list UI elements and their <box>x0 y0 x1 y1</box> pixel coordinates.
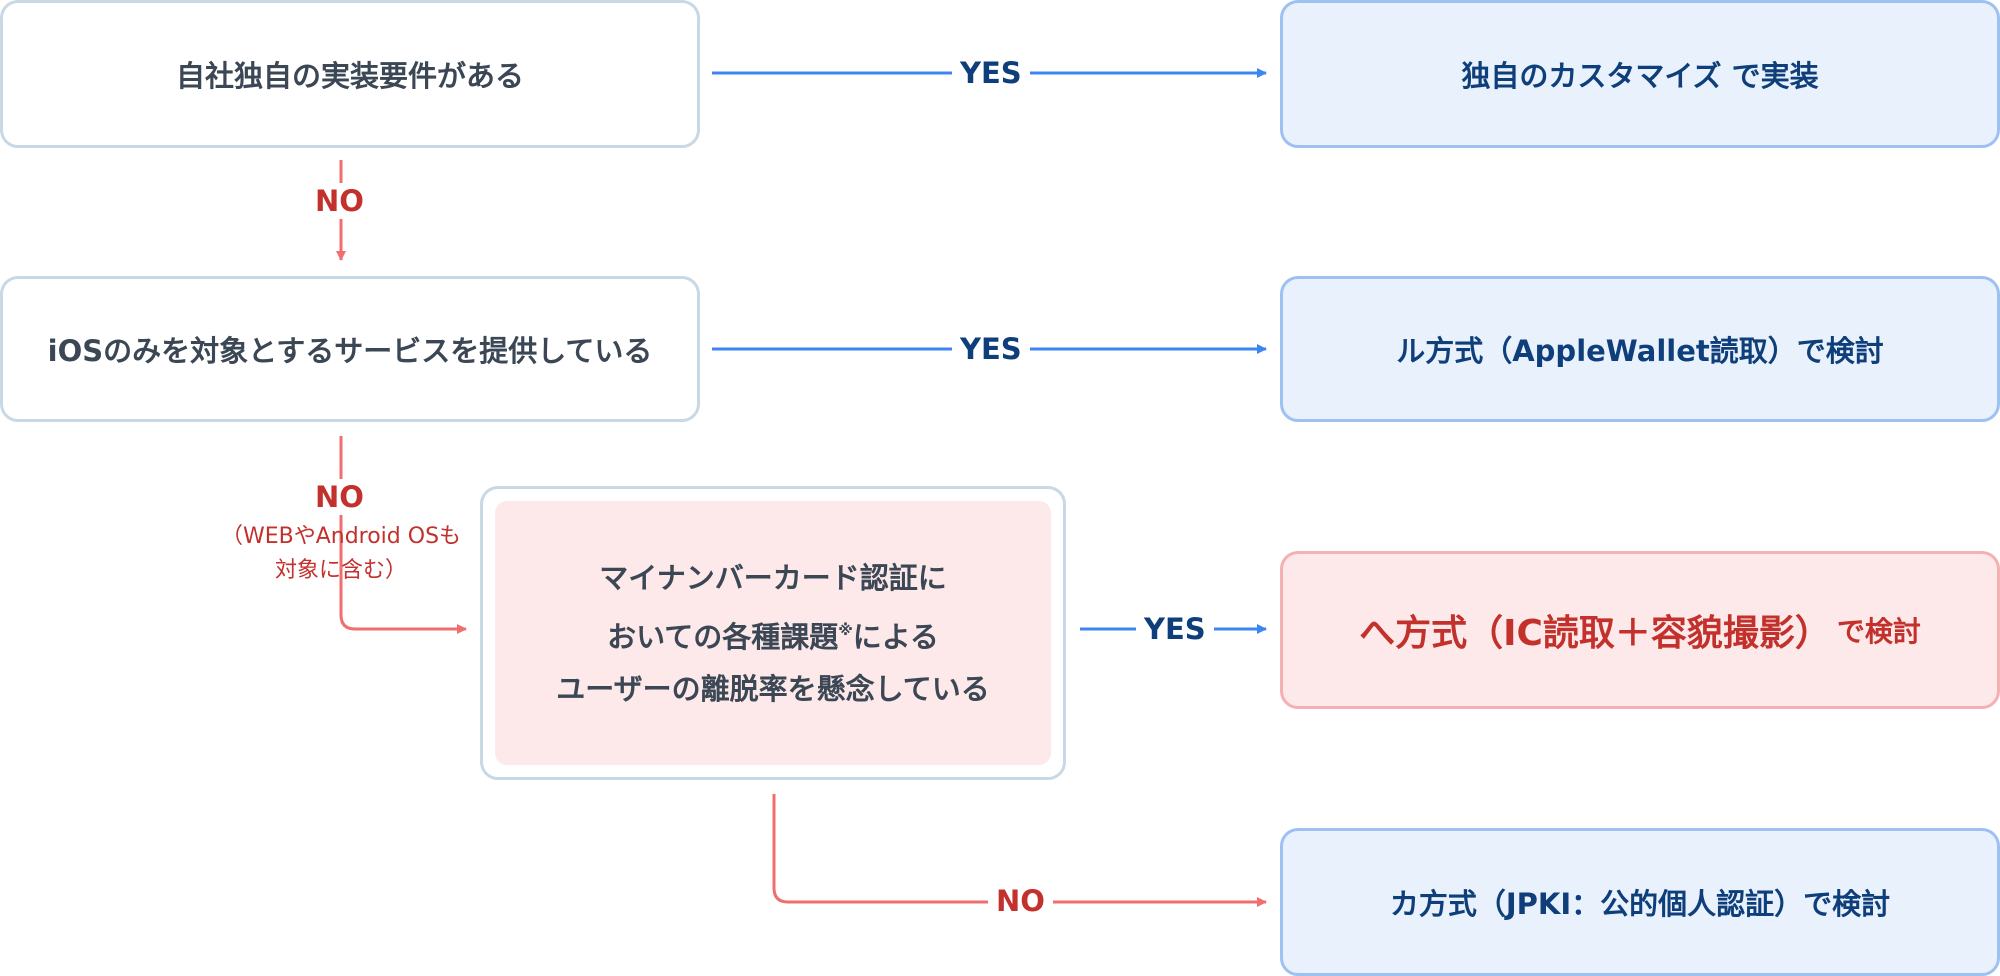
result-text-custom: 独自のカスタマイズ で実装 <box>1461 59 1819 93</box>
question-text-own-requirements: 自社独自の実装要件がある <box>175 59 524 93</box>
question-text-mynumber-concern: マイナンバーカード認証に おいての各種課題※による ユーザーの離脱率を懸念してい… <box>495 501 1051 765</box>
no-connector-3 <box>772 794 1267 907</box>
question-box-own-requirements: 自社独自の実装要件がある <box>0 0 700 148</box>
no-label-2: NO <box>307 479 372 515</box>
result-box-applewallet: ル方式（AppleWallet読取）で検討 <box>1280 276 2000 422</box>
result-text-ic-face: へ方式（IC読取＋容貌撮影） <box>1359 613 1831 654</box>
question-box-mynumber-concern: マイナンバーカード認証に おいての各種課題※による ユーザーの離脱率を懸念してい… <box>480 486 1066 780</box>
no-label-1: NO <box>307 183 372 219</box>
yes-label-1: YES <box>952 55 1030 91</box>
no-connector-2 <box>339 436 467 634</box>
result-box-jpki: カ方式（JPKI：公的個人認証）で検討 <box>1280 828 2000 976</box>
result-box-ic-face: へ方式（IC読取＋容貌撮影）で検討 <box>1280 551 2000 709</box>
no-label-2-note: （WEBやAndroid OSも 対象に含む） <box>220 524 462 583</box>
result-box-custom: 独自のカスタマイズ で実装 <box>1280 0 2000 148</box>
footnote-mark: ※ <box>838 620 853 639</box>
result-text-ic-face-suffix: で検討 <box>1836 615 1921 648</box>
yes-label-3: YES <box>1136 611 1214 647</box>
yes-label-2: YES <box>952 331 1030 367</box>
question-text-ios-only: iOSのみを対象とするサービスを提供している <box>47 334 653 368</box>
result-text-jpki: カ方式（JPKI：公的個人認証）で検討 <box>1389 887 1891 921</box>
result-text-applewallet: ル方式（AppleWallet読取）で検討 <box>1396 334 1884 368</box>
no-label-3: NO <box>988 883 1053 919</box>
question-box-ios-only: iOSのみを対象とするサービスを提供している <box>0 276 700 422</box>
